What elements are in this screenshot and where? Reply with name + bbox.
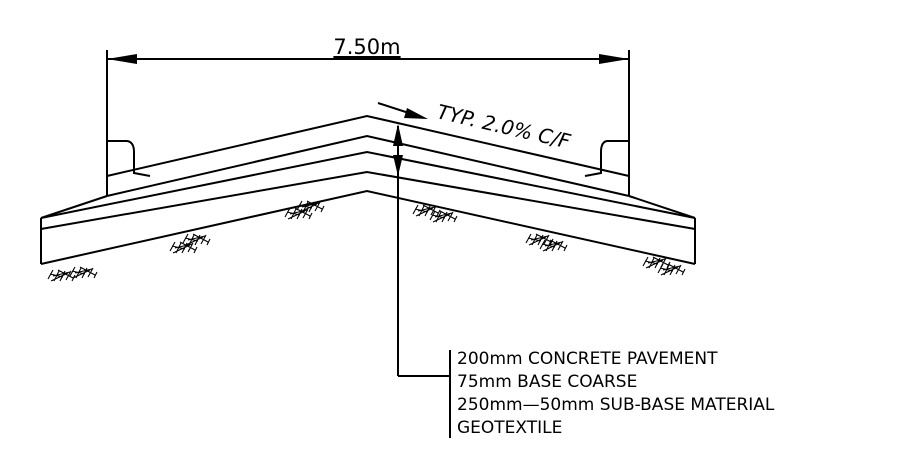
soil-hatch-5 <box>284 207 313 220</box>
concrete-bottom <box>106 134 630 197</box>
layer-list: 200mm CONCRETE PAVEMENT 75mm BASE COARSE… <box>457 349 775 438</box>
layer-item-concrete: 200mm CONCRETE PAVEMENT <box>457 349 718 369</box>
kerb-base-right <box>628 195 696 219</box>
thickness-leader <box>393 124 450 377</box>
soil-hatch-1 <box>47 269 76 282</box>
layer-item-geotextile: GEOTEXTILE <box>457 418 562 438</box>
soil-hatch-9 <box>525 233 554 246</box>
leader-arrow-top <box>393 124 403 146</box>
pavement-layers <box>40 114 696 265</box>
geotextile-bottom <box>40 189 696 265</box>
kerb-left <box>106 140 151 196</box>
base-coarse-bottom <box>40 150 696 219</box>
kerb-right <box>584 140 630 196</box>
slope-arrow-head <box>404 108 428 119</box>
soil-hatch-11 <box>642 256 671 269</box>
dimension-arrow-right <box>599 54 629 64</box>
leader-arrow-bottom <box>393 155 403 176</box>
soil-hatch-7 <box>412 204 441 217</box>
soil-hatch-8 <box>429 210 458 223</box>
pavement-surface <box>106 114 630 177</box>
soil-hatch-12 <box>657 263 686 276</box>
soil-hatch-10 <box>539 239 568 252</box>
slope-note-text: TYP. 2.0% C/F <box>435 99 573 153</box>
width-dimension-label: 7.50m <box>333 35 400 59</box>
width-dimension <box>106 50 630 196</box>
layer-item-subbase: 250mm—50mm SUB-BASE MATERIAL <box>457 395 775 415</box>
soil-hatch-3 <box>169 241 198 254</box>
kerb-base-left <box>40 195 108 219</box>
subbase-bottom <box>40 170 696 230</box>
slope-annotation <box>377 102 428 119</box>
dimension-arrow-left <box>107 54 137 64</box>
kerbs <box>106 140 630 196</box>
layer-item-base-coarse: 75mm BASE COARSE <box>457 372 637 392</box>
